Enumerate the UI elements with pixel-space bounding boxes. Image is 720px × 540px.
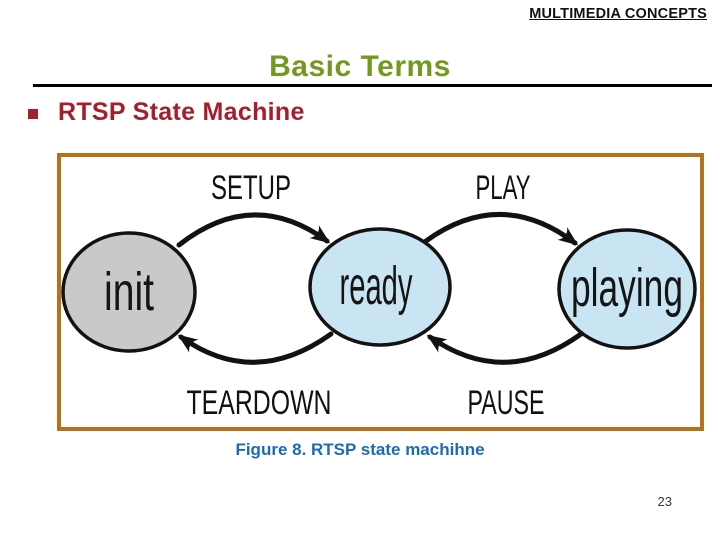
bullet-item: RTSP State Machine: [28, 98, 305, 127]
page-number: 23: [657, 494, 672, 509]
transition-teardown-arrow: [177, 331, 334, 365]
transition-teardown-label: TEARDOWN: [187, 384, 332, 422]
transition-pause-label: PAUSE: [468, 384, 545, 422]
transition-play-arrow: [423, 212, 579, 246]
title-divider: [33, 84, 712, 87]
state-playing-label: playing: [571, 258, 683, 318]
transition-play-label: PLAY: [476, 169, 531, 207]
state-ready-ellipse: [308, 227, 452, 347]
state-ready-label: ready: [340, 256, 413, 316]
state-machine-diagram: init ready playing SETUP PLAY TEARDOWN P…: [61, 169, 697, 422]
page-title: Basic Terms: [269, 50, 451, 83]
bullet-item-label: RTSP State Machine: [58, 98, 305, 126]
state-playing-ellipse: [557, 228, 697, 350]
state-init-ellipse: [61, 231, 197, 353]
transition-setup-label: SETUP: [211, 169, 291, 207]
state-machine-figure: init ready playing SETUP PLAY TEARDOWN P…: [57, 153, 704, 431]
square-bullet-icon: [28, 109, 38, 119]
course-header: MULTIMEDIA CONCEPTS: [529, 6, 707, 22]
transition-pause-arrow: [426, 331, 584, 365]
transition-setup-arrow: [176, 212, 331, 248]
state-init-label: init: [104, 262, 154, 322]
figure-caption: Figure 8. RTSP state machihne: [235, 440, 485, 459]
